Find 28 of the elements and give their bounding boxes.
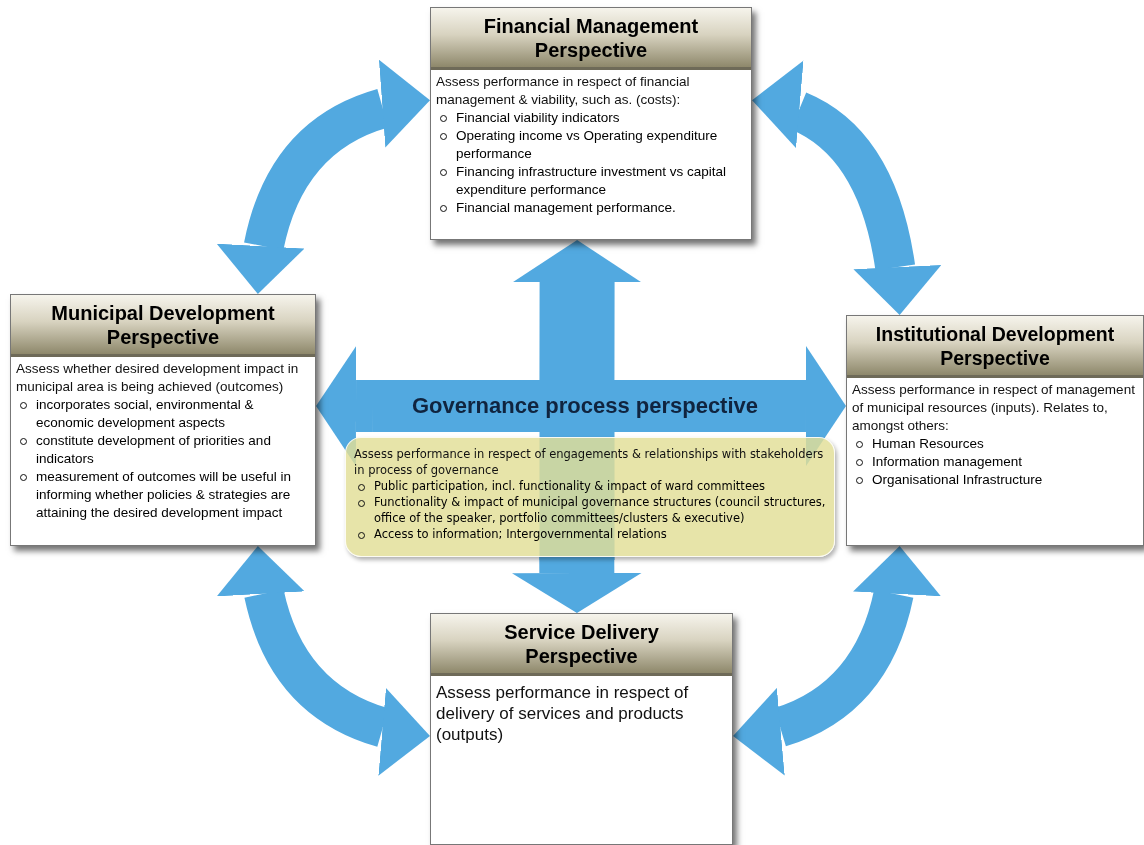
block-arrow <box>511 556 642 614</box>
card-text: Assess performance in respect of delivery of services and products (outputs) <box>435 682 690 745</box>
bullet-item: Public participation, incl. functionality & impact of ward committees <box>374 479 766 493</box>
perspective-card <box>846 315 1144 546</box>
card-heading: Municipal Development Perspective <box>11 295 315 357</box>
bullet-item: Financing infrastructure investment vs capital expenditure performance <box>456 164 727 197</box>
card-text: Assess performance in respect of management of municipal resources (inputs). Relates to, amongst others: <box>851 381 1136 435</box>
bullet-item: Financial viability indicators <box>456 110 620 125</box>
card-heading: Service Delivery Perspective <box>431 614 732 676</box>
panel-text: Assess performance in respect of engagements & relationships with stakeholders in process of governance <box>354 446 825 478</box>
perspective-card <box>430 613 733 845</box>
perspective-card <box>10 294 316 546</box>
bullet-item: Human Resources <box>872 436 984 451</box>
bullet-item: Operating income vs Operating expenditure performance <box>456 128 718 161</box>
bullet-item: Information management <box>872 454 1023 469</box>
card-text: Assess performance in respect of financial management & viability, such as. (costs): <box>435 73 691 109</box>
block-arrow <box>513 240 642 381</box>
bullet-item: Functionality & impact of municipal governance structures (council structures, office of the speaker, portfolio committees/clusters & executive) <box>374 495 826 525</box>
bullet-item: Access to information; Intergovernmental relations <box>374 527 667 541</box>
bullet-item: Financial management performance. <box>456 200 676 215</box>
card-text: Assess whether desired development impact in municipal area is being achieved (outcomes) <box>15 360 300 396</box>
perspective-card <box>430 7 752 240</box>
perspective-title: Governance process perspective <box>411 393 759 419</box>
card-heading: Institutional Development Perspective <box>847 316 1143 378</box>
card-heading: Financial Management Perspective <box>431 8 751 70</box>
info-panel <box>345 437 835 557</box>
bullet-item: measurement of outcomes will be useful in informing whether policies & strategies are attaining the desired development impact <box>36 469 292 520</box>
bullet-item: Organisational Infrastructure <box>872 472 1043 487</box>
